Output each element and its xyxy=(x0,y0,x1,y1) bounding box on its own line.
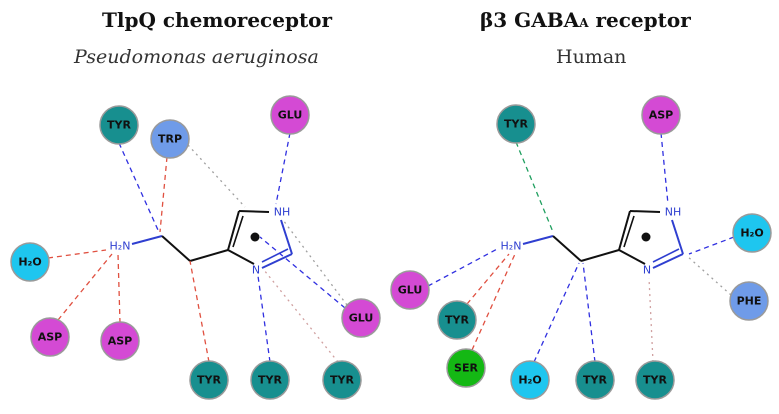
left-int-tyr1 xyxy=(118,142,159,231)
left-panel-subtitle: Pseudomonas aeruginosa xyxy=(74,46,319,68)
left-residue-tyr-9-label: TYR xyxy=(258,374,282,387)
left-ligand-n-label: N xyxy=(252,264,260,277)
left-ligand-amine-label: H₂N xyxy=(110,240,131,253)
right-int-h2o1 xyxy=(688,236,735,255)
left-ligand-ring-bond-4b xyxy=(261,248,289,263)
left-int-trp xyxy=(159,156,168,233)
left-residue-tyr-9-node xyxy=(250,360,290,400)
right-int-glu xyxy=(427,247,500,287)
right-residue-ser-7-label: SER xyxy=(454,362,478,375)
left-residue-glu-7-node xyxy=(341,298,381,338)
left-residue-tyr-1-node xyxy=(99,105,139,145)
left-ligand-ring-centroid xyxy=(250,232,260,242)
right-residue-tyr-10-label: TYR xyxy=(643,374,667,387)
right-ligand-ring-bond-4 xyxy=(652,253,684,269)
left-int-tyr4 xyxy=(263,269,339,363)
right-residue-ho-8-label: H₂O xyxy=(518,374,541,387)
left-residue-tyr-1-label: TYR xyxy=(107,119,131,132)
right-residue-phe-5-node xyxy=(729,281,769,321)
right-ligand-ring-bond-1 xyxy=(618,210,631,251)
right-ligand-n-label: N xyxy=(643,264,651,277)
right-panel-title-main: β3 GABA xyxy=(480,8,580,32)
right-residue-phe-5-label: PHE xyxy=(737,295,762,308)
left-int-glu2-ring xyxy=(259,236,346,309)
right-residue-asp-2-label: ASP xyxy=(649,109,674,122)
left-residue-asp-6-label: ASP xyxy=(108,335,133,348)
left-residue-tyr-10-node xyxy=(322,360,362,400)
left-ligand-ring-bond-2 xyxy=(238,210,270,213)
right-int-h2o2 xyxy=(533,262,580,363)
left-ligand-nh-label: NH xyxy=(274,206,291,219)
right-int-tyr4 xyxy=(648,277,654,363)
right-int-phe xyxy=(686,255,732,296)
right-residue-ser-7-node xyxy=(446,348,486,388)
right-residue-asp-2-node xyxy=(641,95,681,135)
right-ligand-nh-label: NH xyxy=(665,206,682,219)
right-ligand-ring-bond-2 xyxy=(629,210,661,213)
right-residue-ho-8-node xyxy=(510,360,550,400)
left-residue-tyr-10-label: TYR xyxy=(330,374,354,387)
left-int-tyr2 xyxy=(189,260,210,363)
left-residue-tyr-8-node xyxy=(189,360,229,400)
right-residue-tyr-6-label: TYR xyxy=(445,314,469,327)
left-residue-ho-4-node xyxy=(10,242,50,282)
right-panel-subtitle: Human xyxy=(556,46,627,68)
left-int-asp1 xyxy=(57,253,113,321)
right-ligand-ring-bond-4b xyxy=(652,248,680,263)
left-residue-trp-2-label: TRP xyxy=(158,133,182,146)
right-ligand-bond-ca-cb xyxy=(552,235,582,262)
left-ligand-bond-n-ca xyxy=(131,235,163,245)
left-ligand-ring-bond-4 xyxy=(261,253,293,269)
right-ligand-bond-cb-c4 xyxy=(580,249,620,262)
left-ligand-ring-bond-1b xyxy=(232,215,244,248)
right-int-tyr3 xyxy=(582,262,596,363)
right-ligand-ring-centroid xyxy=(641,232,651,242)
left-residue-trp-2-node xyxy=(150,119,190,159)
right-int-tyr2 xyxy=(466,253,510,305)
left-int-trp-pi xyxy=(187,144,246,208)
left-residue-tyr-8-label: TYR xyxy=(197,374,221,387)
left-panel-title: TlpQ chemoreceptor xyxy=(102,8,333,32)
right-ligand-amine-label: H₂N xyxy=(501,240,522,253)
left-residue-asp-6-node xyxy=(100,321,140,361)
right-ligand-ring-bond-1b xyxy=(623,215,635,248)
right-panel-title-subscript: A xyxy=(579,16,589,30)
right-residue-tyr-1-node xyxy=(496,104,536,144)
left-residue-ho-4-label: H₂O xyxy=(18,256,41,269)
right-residue-ho-3-label: H₂O xyxy=(740,227,763,240)
left-ligand-ring-bond-5 xyxy=(227,249,255,265)
left-residue-glu-3-label: GLU xyxy=(278,109,303,122)
left-int-glu2-nh xyxy=(282,219,348,306)
left-int-glu1 xyxy=(275,132,291,205)
left-ligand-bond-ca-cb xyxy=(161,235,191,262)
left-ligand-ring-bond-3 xyxy=(280,219,293,255)
left-ligand-ring-bond-1 xyxy=(227,210,240,251)
right-int-asp xyxy=(660,132,669,205)
left-int-h2o xyxy=(47,249,107,259)
right-residue-glu-4-label: GLU xyxy=(398,284,423,297)
left-residue-asp-5-label: ASP xyxy=(38,331,63,344)
right-int-ser xyxy=(471,253,516,351)
right-residue-tyr-9-node xyxy=(575,360,615,400)
left-residue-glu-7-label: GLU xyxy=(349,312,374,325)
right-ligand-ring-bond-5 xyxy=(618,249,646,265)
right-ligand-ring-bond-3 xyxy=(671,219,684,255)
right-panel-title-tail: receptor xyxy=(588,8,691,32)
right-int-tyr1 xyxy=(515,141,554,233)
right-residue-tyr-10-node xyxy=(635,360,675,400)
left-int-asp2 xyxy=(117,253,121,324)
left-residue-glu-3-node xyxy=(270,95,310,135)
right-ligand-bond-n-ca xyxy=(522,235,554,245)
right-residue-tyr-6-node xyxy=(437,300,477,340)
right-residue-tyr-1-label: TYR xyxy=(504,118,528,131)
right-panel-title: β3 GABAA receptor xyxy=(480,8,691,32)
right-residue-tyr-9-label: TYR xyxy=(583,374,607,387)
left-ligand-bond-cb-c4 xyxy=(189,249,229,262)
right-residue-glu-4-node xyxy=(390,270,430,310)
left-int-tyr3 xyxy=(257,275,271,363)
right-residue-ho-3-node xyxy=(732,213,772,253)
left-residue-asp-5-node xyxy=(30,317,70,357)
